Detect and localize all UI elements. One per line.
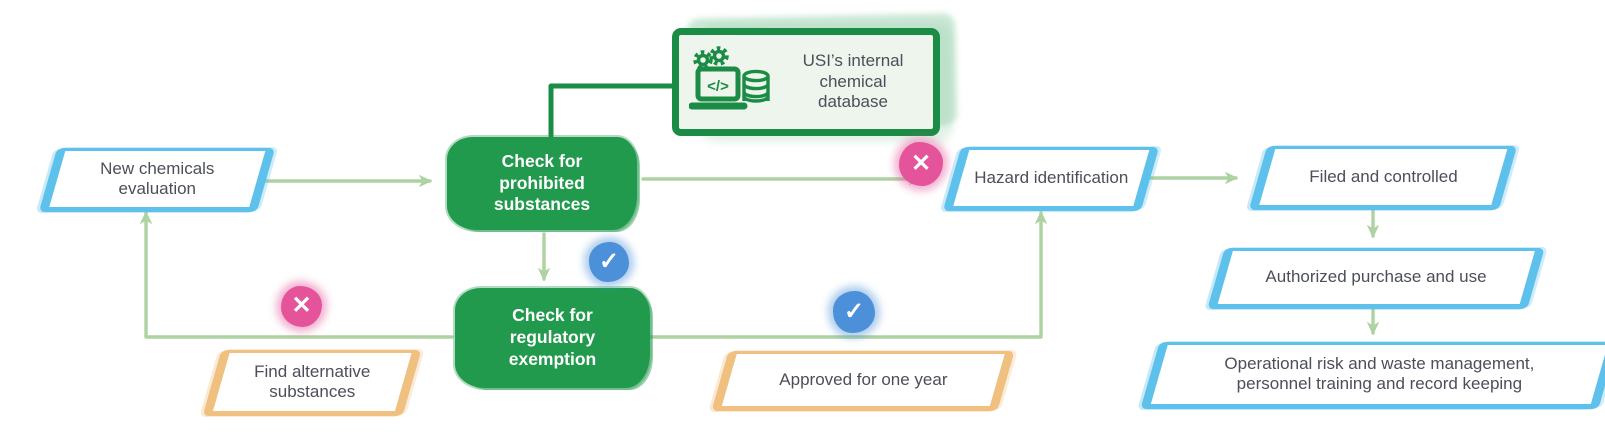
node-approved-for-one-year: Approved for one year <box>711 351 1015 411</box>
arrow-exemption-fail-loop <box>139 210 454 339</box>
arrow-exemption-pass-to-hazard <box>649 210 1048 339</box>
node-internal-chemical-database: </> USI’s internal chemical database <box>672 13 958 142</box>
check-icon: ✓ <box>598 247 620 275</box>
pass-badge-icon: ✓ <box>589 242 629 282</box>
node-check-regulatory-exemption: Check for regulatory exemption <box>455 288 650 388</box>
node-authorized-purchase-and-use: Authorized purchase and use <box>1207 248 1545 309</box>
node-filed-and-controlled: Filed and controlled <box>1248 146 1518 210</box>
pass-badge-icon: ✓ <box>833 291 875 333</box>
node-hazard-identification: Hazard identification <box>942 147 1160 211</box>
node-label: Filed and controlled <box>1309 166 1458 186</box>
x-icon: ✕ <box>291 292 312 319</box>
fail-badge-icon: ✕ <box>899 142 943 186</box>
fail-badge-icon: ✕ <box>281 286 322 327</box>
node-label: New chemicals evaluation <box>100 158 215 198</box>
x-icon: ✕ <box>910 149 932 177</box>
node-check-prohibited-substances: Check for prohibited substances <box>447 137 637 230</box>
node-label: Find alternative substances <box>254 361 371 401</box>
node-operational-risk-management: Operational risk and waste management, p… <box>1140 342 1605 409</box>
check-icon: ✓ <box>843 297 865 325</box>
node-label: Operational risk and waste management, p… <box>1218 352 1540 396</box>
node-label: Hazard identification <box>974 167 1129 187</box>
chemical-database-icon: </> <box>689 46 770 110</box>
node-label: USI’s internal chemical database <box>802 51 904 112</box>
node-label-line2: personnel training and record keeping <box>1236 374 1522 394</box>
node-label-line1: Operational risk and waste management, <box>1224 354 1535 374</box>
code-glyph: </> <box>707 78 729 95</box>
connector-prohibited-to-database <box>548 83 677 139</box>
node-find-alternative-substances: Find alternative substances <box>202 350 422 416</box>
database-callout-box: </> USI’s internal chemical database <box>672 28 940 136</box>
node-label: Check for prohibited substances <box>493 150 591 215</box>
node-label: Authorized purchase and use <box>1265 267 1487 287</box>
node-label: Check for regulatory exemption <box>508 305 597 369</box>
node-new-chemicals-evaluation: New chemicals evaluation <box>38 148 276 212</box>
node-label: Approved for one year <box>779 369 948 389</box>
